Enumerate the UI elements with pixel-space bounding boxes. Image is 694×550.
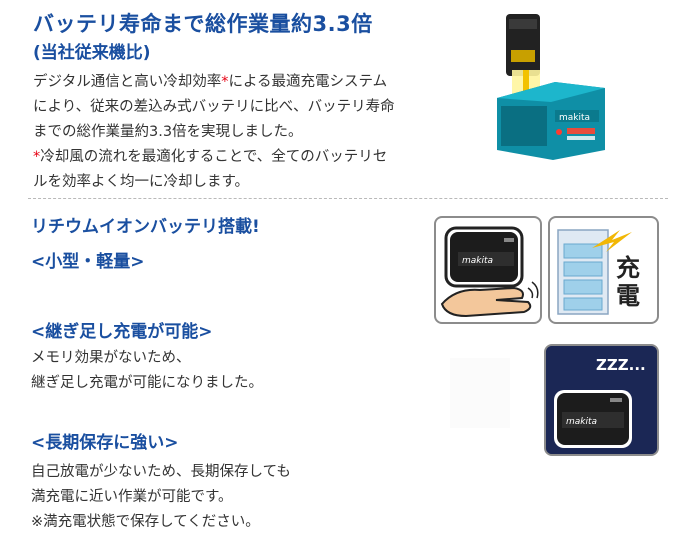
charge-label-2: 電 <box>616 282 640 310</box>
para-line: 継ぎ足し充電が可能になりました。 <box>31 375 263 391</box>
section2-title: リチウムイオンバッテリ搭載! <box>31 217 260 237</box>
feature-topup-text: メモリ効果がないため、 継ぎ足し充電が可能になりました。 <box>31 346 263 396</box>
para-line: 自己放電が少ないため、長期保存しても <box>31 464 291 480</box>
para-line: デジタル通信と高い冷却効率*による最適充電システム <box>33 74 388 90</box>
feature-topup-heading: <継ぎ足し充電が可能> <box>31 322 213 342</box>
battery-storage-image: ZZZ... makita <box>544 344 659 456</box>
feature-compact-heading: <小型・軽量> <box>31 252 145 272</box>
para-line: ※満充電状態で保存してください。 <box>31 514 260 530</box>
para-line: 満充電に近い作業が可能です。 <box>31 489 233 505</box>
para-line: により、従来の差込み式バッテリに比べ、バッテリ寿命 <box>33 99 395 115</box>
faded-placeholder <box>450 358 510 428</box>
feature-storage-text: 自己放電が少ないため、長期保存しても 満充電に近い作業が可能です。 ※満充電状態… <box>31 460 291 535</box>
sleep-text: ZZZ... <box>596 356 646 374</box>
charging-icon-image: 充 電 <box>548 216 659 324</box>
section1-paragraph: デジタル通信と高い冷却効率*による最適充電システム により、従来の差込み式バッテ… <box>33 70 428 195</box>
charger-image: makita <box>493 10 609 165</box>
feature-storage-heading: <長期保存に強い> <box>31 433 179 453</box>
para-line: メモリ効果がないため、 <box>31 350 191 366</box>
para-line: ルを効率よく均一に冷却します。 <box>33 174 250 190</box>
section1-title: バッテリ寿命まで総作業量約3.3倍 <box>33 12 373 36</box>
section1-subtitle: (当社従来機比) <box>33 43 151 63</box>
battery-logo: makita <box>462 256 493 266</box>
para-line: までの総作業量約3.3倍を実現しました。 <box>33 124 303 140</box>
section-divider <box>28 198 668 199</box>
charge-label-1: 充 <box>616 254 640 282</box>
charger-logo: makita <box>559 113 590 123</box>
battery-in-hand-image: makita <box>434 216 542 324</box>
battery-logo: makita <box>566 417 597 427</box>
para-line: *冷却風の流れを最適化することで、全てのバッテリセ <box>33 149 388 165</box>
